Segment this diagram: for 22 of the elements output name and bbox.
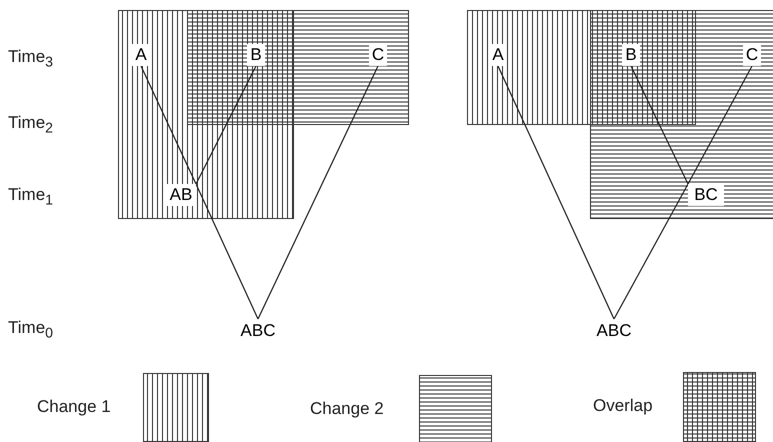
- branch-line: [613, 184, 689, 320]
- taxon-label: BC: [688, 184, 724, 206]
- branch-line: [687, 66, 753, 184]
- branch-line: [195, 66, 257, 184]
- taxon-label: A: [489, 44, 507, 66]
- taxon-label: C: [369, 44, 387, 66]
- taxon-label: AB: [166, 184, 196, 206]
- branch-line: [257, 66, 379, 320]
- taxon-label: B: [622, 44, 640, 66]
- legend-label: Overlap: [593, 395, 653, 417]
- time-label: Time$_{3}$: [8, 46, 54, 72]
- branch-line: [630, 66, 689, 184]
- taxon-label: C: [743, 44, 761, 66]
- legend-label: Change 1: [37, 396, 111, 418]
- taxon-label: B: [247, 44, 265, 66]
- branch-line: [195, 184, 259, 320]
- branch-line: [140, 66, 197, 184]
- legend-label: Change 2: [310, 398, 384, 420]
- time-label: Time$_{2}$: [8, 112, 54, 138]
- time-label: Time$_{0}$: [8, 317, 54, 344]
- time-label: Time$_{1}$: [8, 184, 54, 210]
- taxon-label: A: [132, 44, 150, 66]
